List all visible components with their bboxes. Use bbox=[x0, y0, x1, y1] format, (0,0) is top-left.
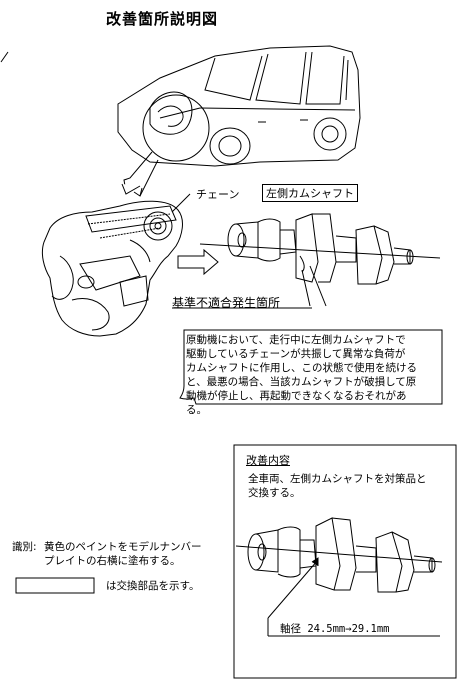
description-line: る。 bbox=[186, 404, 207, 416]
defect-leader-1 bbox=[309, 265, 327, 307]
diameter-label: 軸径 24.5mm→29.1mm bbox=[280, 623, 390, 635]
improvement-line: 交換する。 bbox=[248, 487, 301, 499]
description-line: と、最悪の場合、当該カムシャフトが破損して原 bbox=[186, 376, 417, 388]
identification-line: 黄色のペイントをモデルナンバー bbox=[44, 541, 202, 553]
legend-text: は交換部品を示す。 bbox=[106, 580, 200, 592]
legend-box bbox=[15, 577, 95, 594]
big-arrow bbox=[177, 248, 219, 276]
camshaft-illustration-bottom bbox=[235, 517, 443, 593]
improvement-box bbox=[233, 444, 457, 679]
vehicle-illustration bbox=[117, 45, 361, 167]
chain-leader bbox=[171, 193, 191, 213]
label-defect-location: 基準不適合発生箇所 bbox=[172, 296, 281, 310]
description-box bbox=[179, 329, 443, 405]
description-line: 駆動しているチェーンが共振して異常な負荷が bbox=[186, 348, 406, 360]
description-line: カムシャフトに作用し、この状態で使用を続ける bbox=[186, 362, 417, 374]
improvement-line: 全車両、左側カムシャフトを対策品と bbox=[248, 473, 427, 485]
description-text: 原動機において、走行中に左側カムシャフトで 駆動しているチェーンが共振して異常な… bbox=[186, 333, 442, 417]
improvement-heading: 改善内容 bbox=[246, 454, 290, 467]
stray-mark bbox=[0, 51, 9, 63]
improvement-text: 全車両、左側カムシャフトを対策品と 交換する。 bbox=[248, 472, 427, 500]
identification-label: 識別: bbox=[12, 541, 37, 553]
description-line: 動機が停止し、再起動できなくなるおそれがあ bbox=[186, 390, 407, 402]
identification-text: 黄色のペイントをモデルナンバー プレイトの右横に塗布する。 bbox=[44, 540, 202, 568]
page-title: 改善箇所説明図 bbox=[106, 10, 219, 28]
identification-line: プレイトの右横に塗布する。 bbox=[44, 555, 181, 567]
label-left-camshaft: 左側カムシャフト bbox=[262, 184, 358, 202]
engine-illustration bbox=[41, 200, 183, 337]
diameter-leader bbox=[267, 559, 319, 619]
label-chain: チェーン bbox=[196, 188, 240, 201]
description-line: 原動機において、走行中に左側カムシャフトで bbox=[186, 334, 406, 346]
defect-leader-2 bbox=[301, 269, 311, 307]
zoom-circle bbox=[142, 94, 210, 162]
camshaft-illustration-top bbox=[199, 213, 441, 285]
